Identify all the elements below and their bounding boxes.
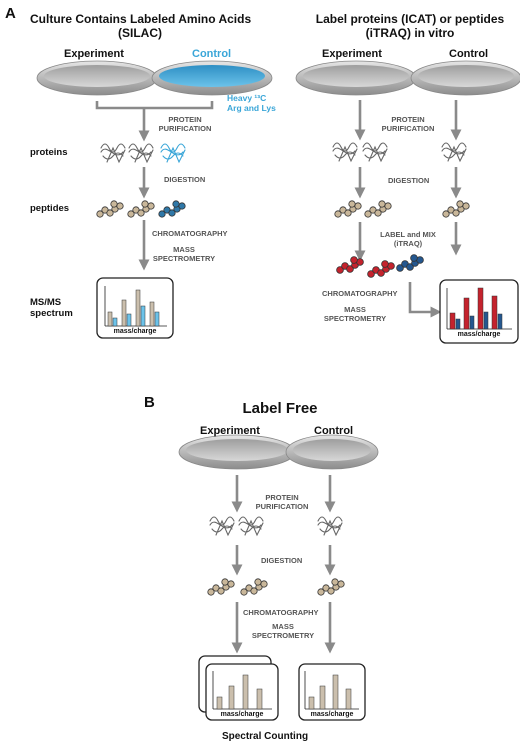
axis-label-mass-charge: mass/charge (457, 331, 501, 338)
step-label-mix-line1: LABEL and MIX (380, 230, 436, 239)
step-mass-line2: SPECTROMETRY (152, 254, 216, 263)
row-label-proteins: proteins (30, 147, 68, 158)
protein-icon (100, 143, 126, 164)
invitro-title-line2: (iTRAQ) in vitro (365, 26, 455, 40)
panel-b-letter: B (144, 394, 155, 411)
row-label-peptides: peptides (30, 203, 70, 214)
step-mass-line1: MASS (272, 622, 294, 631)
dish-label-control-heavy: Control (192, 48, 232, 60)
step-label-and-mix: LABEL and MIX (iTRAQ) (370, 230, 446, 248)
dish-label-experiment: Experiment (200, 425, 260, 437)
step-protein-purification: PROTEIN PURIFICATION (373, 115, 443, 133)
step-mass-line1: MASS (344, 305, 366, 314)
step-digestion: DIGESTION (164, 175, 206, 184)
peptide-icon-heavy (158, 200, 186, 218)
peptide-icon-itraq-blue (396, 254, 424, 272)
protein-icon (317, 516, 343, 537)
step-purif-line2: PURIFICATION (158, 124, 212, 133)
heavy-label-line2: Arg and Lys (227, 103, 276, 113)
protein-icon (332, 142, 358, 163)
spectrum-box-silac (96, 277, 174, 339)
peptide-icon (317, 578, 345, 596)
step-protein-purification: PROTEIN PURIFICATION (150, 115, 220, 133)
axis-label-mass-charge: mass/charge (220, 711, 264, 718)
protein-icon (441, 142, 467, 163)
step-label-mix-line2: (iTRAQ) (393, 239, 423, 248)
protein-icon (209, 516, 235, 537)
step-purif-line1: PROTEIN (265, 493, 299, 502)
invitro-title: Label proteins (ICAT) or peptides (iTRAQ… (300, 12, 520, 40)
step-mass-spectrometry: MASS SPECTROMETRY (322, 305, 388, 323)
silac-title: Culture Contains Labeled Amino Acids (SI… (30, 12, 252, 40)
step-purif-line1: PROTEIN (168, 115, 202, 124)
peptide-icon (127, 200, 155, 218)
dish-b-experiment (178, 434, 296, 470)
peptide-icon (207, 578, 235, 596)
peptide-icon (364, 200, 392, 218)
dish-a-silac-control (151, 60, 273, 96)
step-chromatography: CHROMATOGRAPHY (322, 289, 398, 298)
step-chromatography: CHROMATOGRAPHY (243, 608, 319, 617)
dish-a-invitro-control (410, 60, 520, 96)
step-purif-line2: PURIFICATION (255, 502, 309, 511)
spectrum-box-b-experiment (205, 663, 279, 721)
step-mass-line2: SPECTROMETRY (251, 631, 315, 640)
silac-title-line2: (SILAC) (118, 26, 162, 40)
step-digestion: DIGESTION (261, 556, 303, 565)
panel-a-letter: A (5, 5, 16, 22)
peptide-icon-itraq-red (336, 256, 364, 274)
step-mass-spectrometry: MASS SPECTROMETRY (250, 622, 316, 640)
peptide-icon (442, 200, 470, 218)
step-protein-purification: PROTEIN PURIFICATION (247, 493, 317, 511)
spectrum-box-b-control (298, 663, 366, 721)
peptide-icon-itraq-red (367, 260, 395, 278)
label-free-title: Label Free (242, 400, 318, 417)
dish-label-control: Control (449, 48, 489, 60)
protein-icon (238, 516, 264, 537)
spectrum-box-itraq (439, 279, 519, 344)
dish-label-experiment: Experiment (322, 48, 382, 60)
arrow-invitro-merge (408, 282, 442, 318)
peptide-icon (334, 200, 362, 218)
step-mass-line1: MASS (173, 245, 195, 254)
dish-b-control (285, 434, 379, 470)
protein-icon-heavy (160, 143, 186, 164)
heavy-label-line1: Heavy ¹³C (227, 93, 267, 103)
axis-label-mass-charge: mass/charge (310, 711, 354, 718)
dish-label-control: Control (314, 425, 354, 437)
merge-bracket (95, 101, 214, 110)
step-digestion: DIGESTION (388, 176, 430, 185)
row-label-msms: MS/MS spectrum (30, 297, 73, 319)
row-msms-line1: MS/MS (30, 297, 62, 308)
step-purif-line1: PROTEIN (391, 115, 425, 124)
protein-icon (362, 142, 388, 163)
silac-title-line1: Culture Contains Labeled Amino Acids (30, 12, 252, 26)
dish-label-experiment: Experiment (64, 48, 124, 60)
step-purif-line2: PURIFICATION (381, 124, 435, 133)
protein-icon (128, 143, 154, 164)
step-chromatography: CHROMATOGRAPHY (152, 229, 228, 238)
step-mass-spectrometry: MASS SPECTROMETRY (150, 245, 218, 263)
axis-label-mass-charge: mass/charge (113, 328, 157, 335)
spectral-counting-label: Spectral Counting (221, 731, 309, 742)
dish-a-silac-experiment (36, 60, 158, 96)
peptide-icon (96, 200, 124, 218)
row-msms-line2: spectrum (30, 308, 73, 319)
dish-a-invitro-experiment (295, 60, 417, 96)
heavy-isotope-label: Heavy ¹³C Arg and Lys (227, 93, 276, 113)
peptide-icon (240, 578, 268, 596)
invitro-title-line1: Label proteins (ICAT) or peptides (315, 12, 505, 26)
step-mass-line2: SPECTROMETRY (323, 314, 387, 323)
